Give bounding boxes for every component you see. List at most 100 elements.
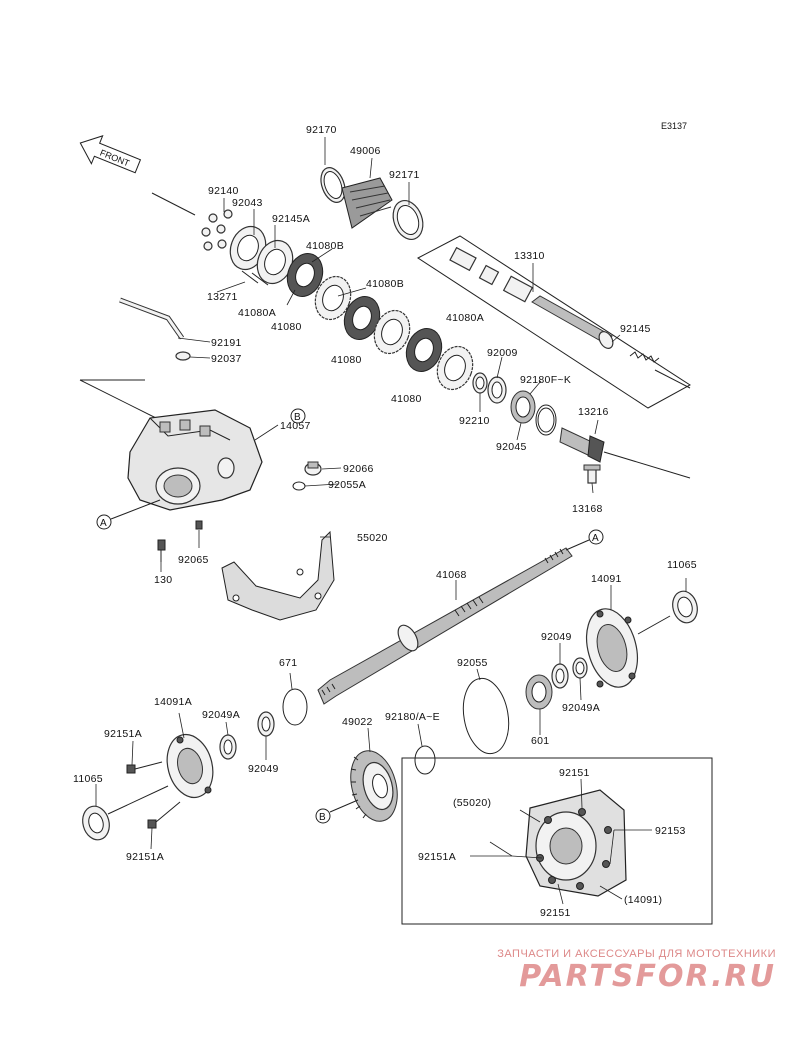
bolt-92065 <box>195 520 203 530</box>
bearing-92049-left <box>257 711 275 737</box>
seal-92210 <box>472 372 488 394</box>
clutch-plate-92043 <box>229 225 267 271</box>
o-ring-92055A <box>292 481 306 491</box>
label-13310: 13310 <box>514 250 545 262</box>
sensor-13168 <box>583 464 601 484</box>
svg-text:A: A <box>100 518 107 529</box>
label-92066: 92066 <box>343 463 374 475</box>
svg-text:B: B <box>319 812 326 823</box>
spring-92145 <box>629 351 660 363</box>
label-13271: 13271 <box>207 291 238 303</box>
bearing-92045 <box>510 390 536 424</box>
label-92037: 92037 <box>211 353 242 365</box>
reference-marker-a-left: A <box>96 499 161 530</box>
final-gear-housing-14091 <box>586 608 638 688</box>
label-92151A-3: 92151A <box>418 851 456 863</box>
steel-plate-41080A <box>436 345 474 391</box>
label-92140: 92140 <box>208 185 239 197</box>
inset-detail-box <box>401 757 713 925</box>
label-92171: 92171 <box>389 169 420 181</box>
label-92210: 92210 <box>459 415 490 427</box>
ring-gear-49022 <box>350 750 398 822</box>
label-49022: 49022 <box>342 716 373 728</box>
bracket-55020 <box>221 530 335 621</box>
label-92180FK: 92180F~K <box>520 374 571 386</box>
label-92153: 92153 <box>655 825 686 837</box>
label-41080A-1: 41080A <box>238 307 276 319</box>
label-92151-2: 92151 <box>540 907 571 919</box>
pinion-gear-13216 <box>559 427 605 463</box>
label-671: 671 <box>279 657 297 669</box>
seal-11065-left <box>82 805 110 841</box>
label-92045: 92045 <box>496 441 527 453</box>
label-92191: 92191 <box>211 337 242 349</box>
label-55020-inset: (55020) <box>453 797 491 809</box>
label-92145: 92145 <box>620 323 651 335</box>
boot-clamp-92171 <box>392 200 424 240</box>
label-92049-right: 92049 <box>541 631 572 643</box>
reference-marker-b-top: B <box>290 408 306 424</box>
label-14091A: 14091A <box>154 696 192 708</box>
bolt-92151A-1 <box>126 761 163 774</box>
diagram-code: E3137 <box>661 121 687 131</box>
plug-92066 <box>304 461 322 476</box>
label-601: 601 <box>531 735 549 747</box>
label-92009: 92009 <box>487 347 518 359</box>
label-14091-inset: (14091) <box>624 894 662 906</box>
friction-disc-41080-2 <box>343 296 381 340</box>
label-41080-2: 41080 <box>331 354 362 366</box>
label-41080B-2: 41080B <box>366 278 404 290</box>
label-92065: 92065 <box>178 554 209 566</box>
clutch-plate-92145A <box>256 239 294 285</box>
gear-case-14057 <box>127 409 263 511</box>
friction-disc-41080-1 <box>286 253 324 297</box>
label-92049-left: 92049 <box>248 763 279 775</box>
shim-92180AE <box>414 745 436 775</box>
label-13216: 13216 <box>578 406 609 418</box>
reference-marker-a-shaft: A <box>565 529 604 551</box>
bolt-92151A-2 <box>147 801 181 829</box>
shim-92180FK <box>535 404 557 436</box>
label-14091: 14091 <box>591 573 622 585</box>
watermark-brand: PARTSFOR.RU <box>519 959 776 994</box>
reference-marker-b-gear: B <box>315 799 359 824</box>
label-92049A-right: 92049A <box>562 702 600 714</box>
universal-joint <box>449 246 534 303</box>
label-41068: 41068 <box>436 569 467 581</box>
label-130: 130 <box>154 574 172 586</box>
label-13168: 13168 <box>572 503 603 515</box>
label-41080-1: 41080 <box>271 321 302 333</box>
steel-plate-41080B-1 <box>314 275 352 321</box>
bearing-601 <box>525 674 553 710</box>
label-92049A-left: 92049A <box>202 709 240 721</box>
seal-92049A-right <box>572 657 588 679</box>
label-41080B-1: 41080B <box>306 240 344 252</box>
bearing-92049-right <box>551 663 569 689</box>
seal-11065-right <box>672 590 698 624</box>
steel-plate-41080B-2 <box>373 309 411 355</box>
label-92151A-2: 92151A <box>126 851 164 863</box>
boot-clamp-92170 <box>320 167 346 203</box>
seal-92049A-left <box>219 734 237 760</box>
label-92055A: 92055A <box>328 479 366 491</box>
label-92151A-1: 92151A <box>104 728 142 740</box>
bearing-92009 <box>487 376 507 404</box>
label-92055: 92055 <box>457 657 488 669</box>
friction-disc-41080-3 <box>405 328 443 372</box>
breather-pipe-92191 <box>119 297 185 340</box>
inset-housing-assembly <box>525 789 627 897</box>
label-14057: 14057 <box>280 420 311 432</box>
svg-text:A: A <box>592 533 599 544</box>
front-arrow: FRONT <box>79 135 142 174</box>
watermark: ЗАПЧАСТИ И АКСЕССУАРЫ ДЛЯ МОТОТЕХНИКИ PA… <box>497 948 776 994</box>
label-92151-1: 92151 <box>559 767 590 779</box>
label-11065-right: 11065 <box>667 559 697 571</box>
o-ring-92055 <box>462 677 510 755</box>
label-55020: 55020 <box>357 532 388 544</box>
label-11065-left: 11065 <box>73 773 103 785</box>
leader-lines <box>95 137 687 905</box>
label-92170: 92170 <box>306 124 337 136</box>
label-41080A-2: 41080A <box>446 312 484 324</box>
clamp-92037 <box>175 351 191 361</box>
